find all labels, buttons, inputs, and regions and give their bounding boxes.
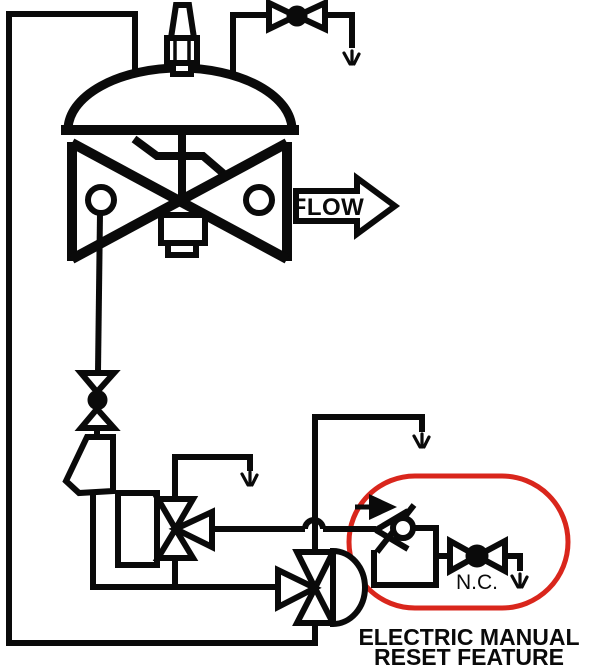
pilot-bottom-wedge [152,523,199,561]
shutoff-valve-top [266,0,328,34]
dome-to-shutoff-pipe [230,12,269,77]
outer-loop-pipe [6,11,318,646]
check-pivot-circle [390,515,416,541]
nc-ball [465,544,489,568]
nc-right-wedge [470,535,508,577]
electric-arrow-icon [369,494,397,520]
globe-ball [87,390,108,410]
shutoff-left-wedge [266,0,303,34]
flow-label: FLOW [292,194,365,221]
dome-actuator [63,63,297,135]
vent-icon-diaphragm [412,432,431,449]
reset-loop-pipe [371,525,439,588]
left-port-circle [85,184,117,216]
bonnet-lower [165,240,199,258]
shutoff-right-wedge [289,0,328,34]
nozzle-body [164,35,200,66]
flow-arrow-outline [293,172,401,240]
nc-valve: N.C. [447,535,508,594]
nc-vent-pipe [506,553,523,571]
bonnet-upper [158,212,208,246]
shutoff-vent-pipe [325,12,355,48]
regulator-body [62,434,116,497]
valve-body-bowtie [67,138,292,264]
pilot-actuator-box [115,490,160,568]
three-way-diaphragm-valve [275,547,368,628]
diaphragm-left-wedge [275,565,322,612]
valve-lever [131,135,227,178]
manual-globe-valve [74,370,121,431]
main-valve-assembly [61,2,299,264]
nc-label: N.C. [456,571,498,594]
pilot-right-wedge [168,507,215,552]
three-way-pilot-valve [115,490,215,568]
flow-arrow: FLOW [292,172,401,240]
diaphragm-vent-pipe [312,414,425,553]
right-port-circle [243,184,275,216]
nc-left-wedge [447,535,484,577]
bottom-supply-pipe [90,491,279,590]
check-valve [355,494,417,554]
highlight-ring [346,473,571,611]
pilot-vent-pipe [172,454,253,500]
caption-line-1: ELECTRIC MANUAL [358,624,579,650]
globe-top-wedge [74,370,121,397]
diaphragm-dome [330,547,368,628]
vent-icon-nc [510,572,529,589]
caption: ELECTRIC MANUAL RESET FEATURE [358,624,579,670]
vent-icon-top-right [342,49,361,66]
caption-line-2: RESET FEATURE [374,644,564,670]
globe-bottom-wedge [74,404,121,431]
diaphragm-top-wedge [292,549,338,595]
pilot-top-wedge [152,496,199,535]
nozzle-cone [167,2,198,41]
shutoff-ball [286,5,308,27]
sense-line-down [95,212,103,373]
check-seat [374,508,410,552]
diaphragm-bottom-wedge [292,581,338,626]
vent-icon-pilot [240,470,259,487]
